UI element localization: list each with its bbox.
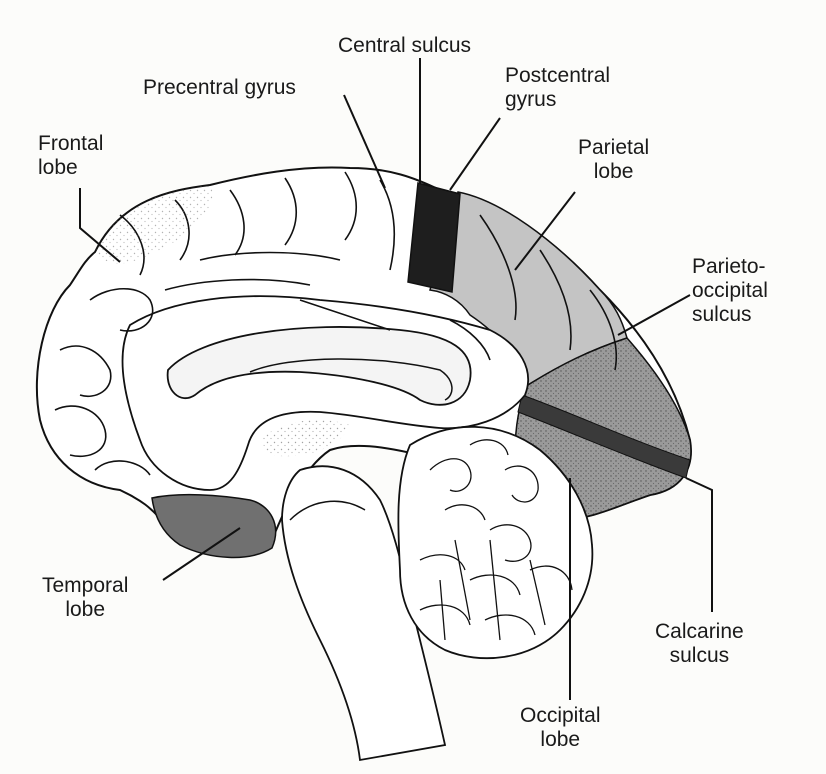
label-parieto-occipital-sulcus: Parieto- occipital sulcus (692, 255, 768, 327)
label-occipital-lobe: Occipital lobe (520, 704, 601, 752)
label-central-sulcus: Central sulcus (338, 34, 471, 58)
label-postcentral-gyrus: Postcentral gyrus (505, 64, 610, 112)
label-precentral-gyrus: Precentral gyrus (143, 76, 296, 100)
label-calcarine-sulcus: Calcarine sulcus (655, 620, 744, 668)
central-sulcus-strip (408, 183, 460, 292)
label-parietal-lobe: Parietal lobe (578, 136, 649, 184)
label-frontal-lobe: Frontal lobe (38, 132, 103, 180)
label-temporal-lobe: Temporal lobe (42, 574, 128, 622)
temporal-region (152, 495, 276, 558)
